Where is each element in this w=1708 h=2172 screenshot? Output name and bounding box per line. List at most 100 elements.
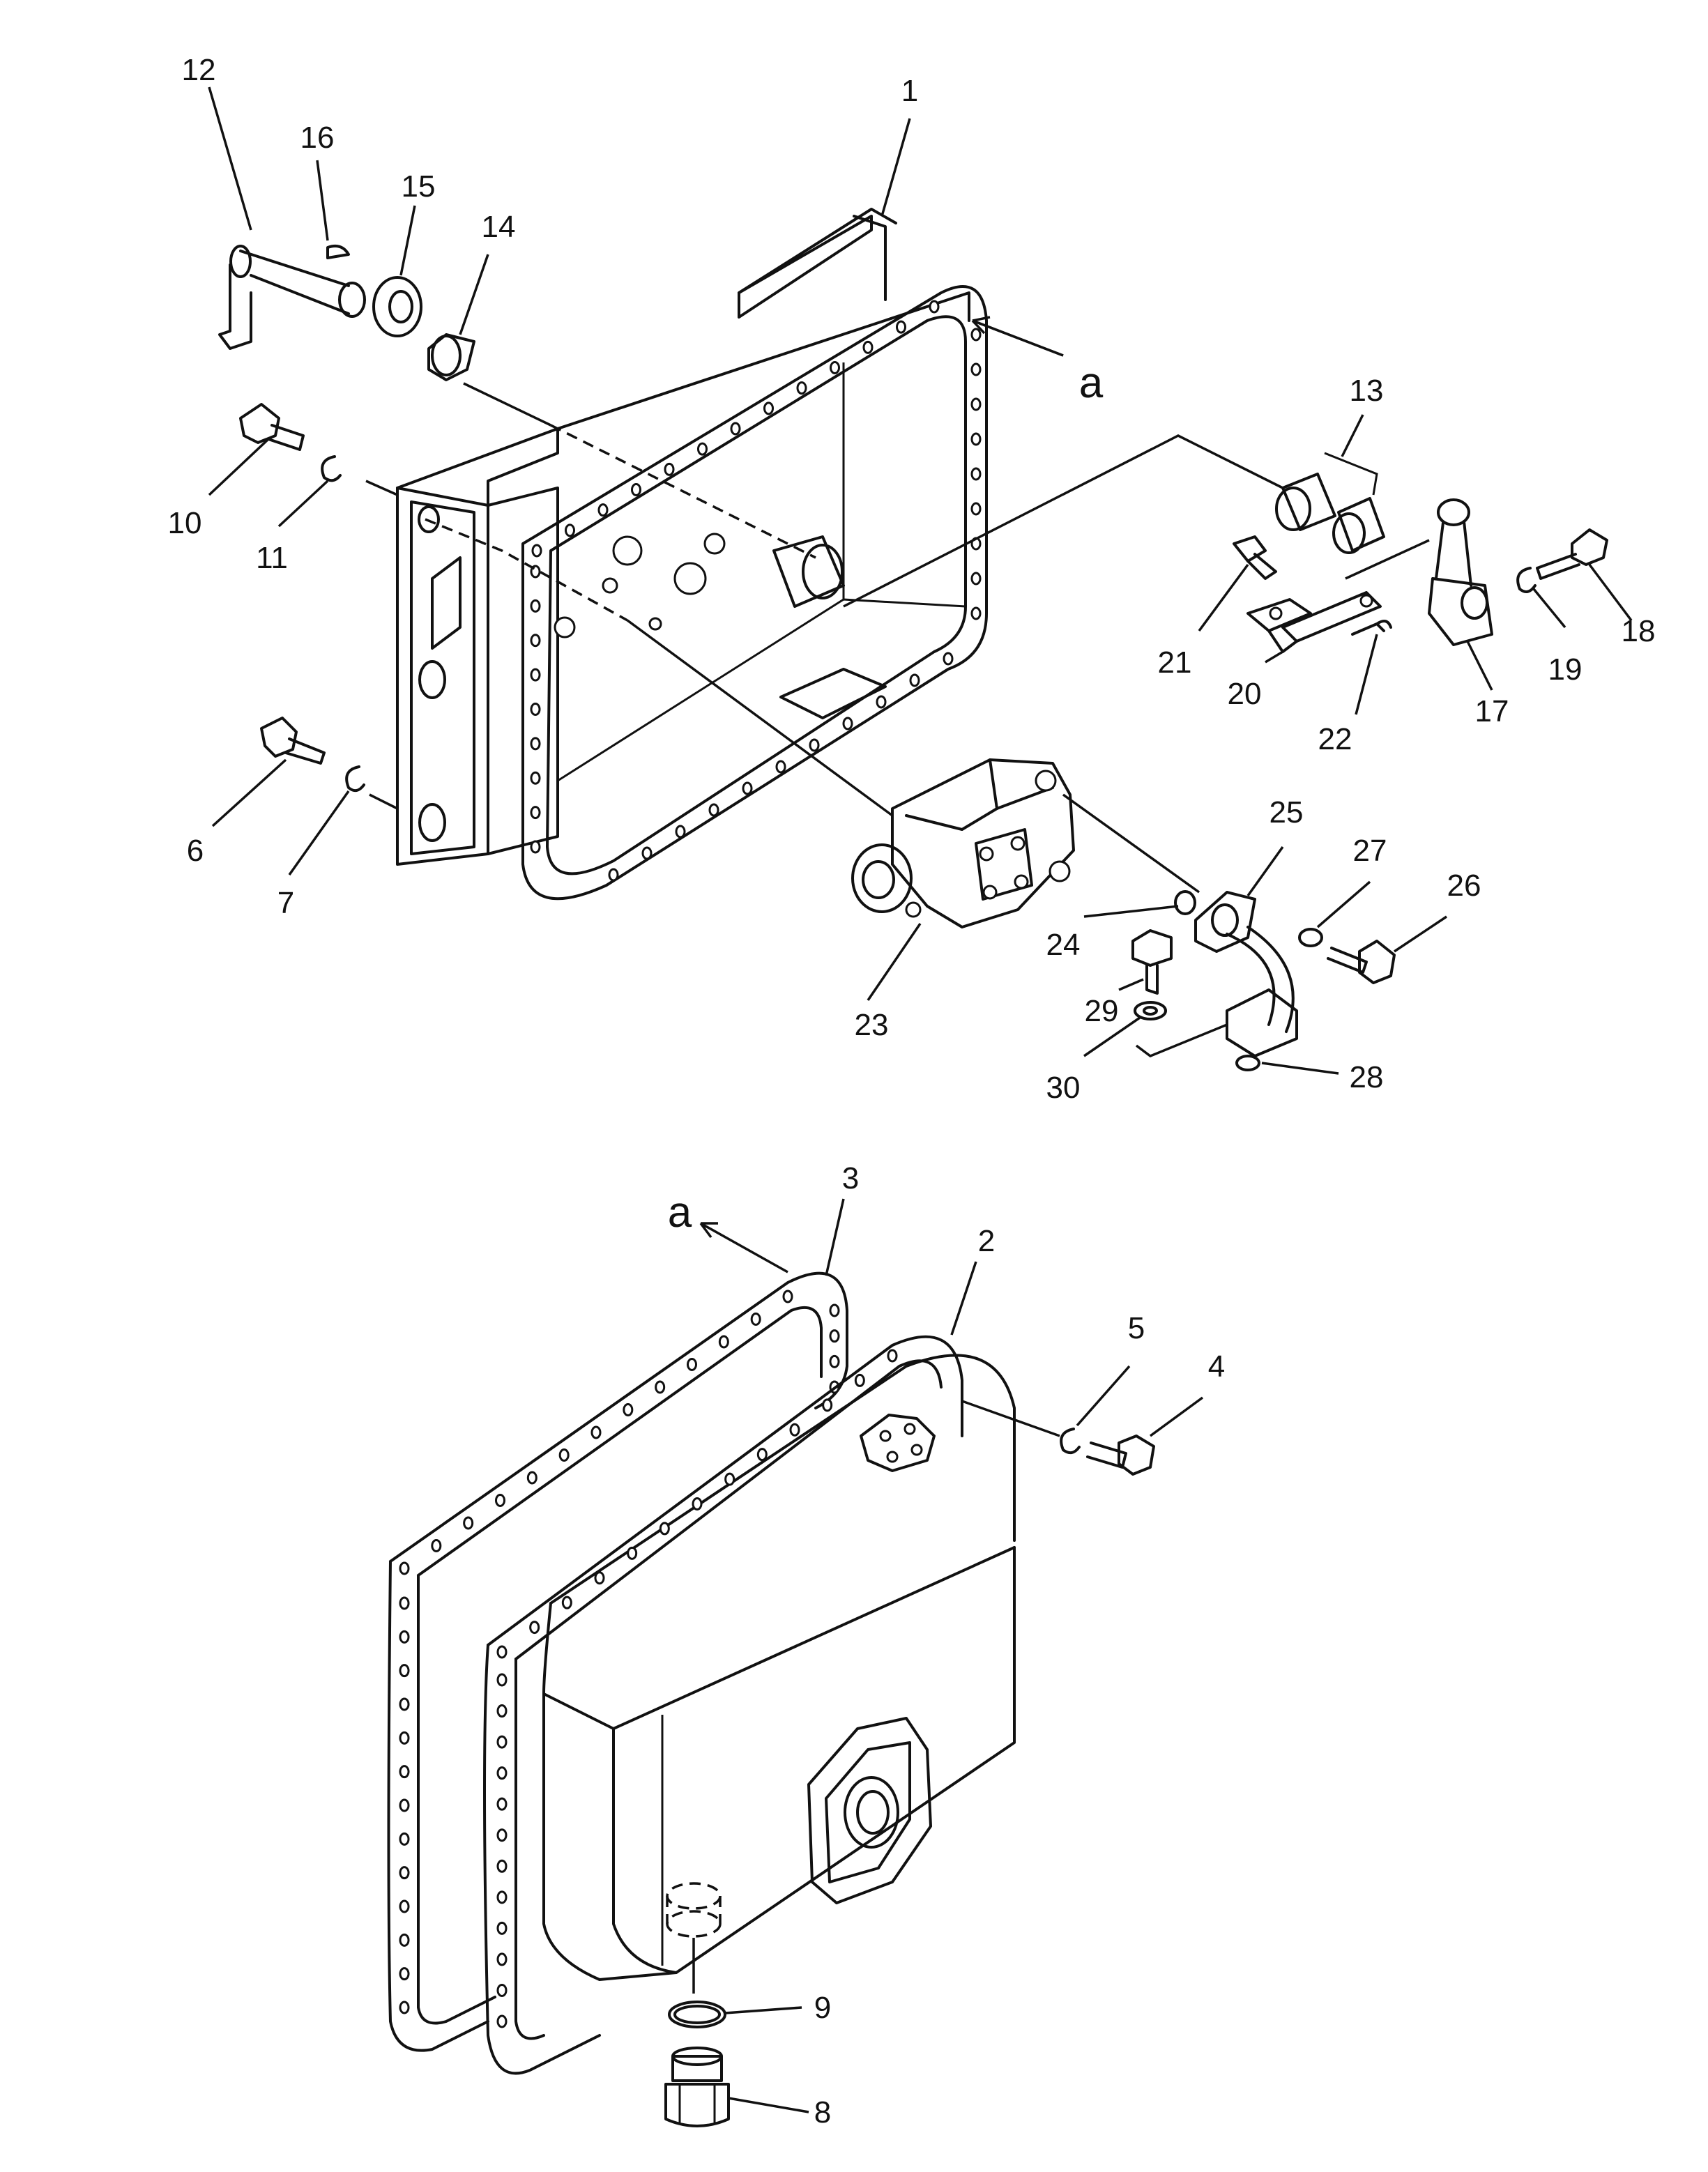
washer-part-15: [372, 276, 422, 337]
callout-7: 7: [277, 886, 294, 920]
gasket-part-3: [387, 1271, 848, 2052]
key-part-16: [326, 245, 350, 259]
bolt-hole: [597, 503, 609, 517]
bolt-hole: [659, 1522, 670, 1536]
bolt-hole: [608, 868, 619, 882]
bolt-hole: [970, 502, 982, 516]
case-housing: [396, 208, 988, 901]
bolt-hole: [496, 1673, 508, 1687]
callout-9: 9: [814, 1991, 831, 2025]
oil-pan-part-2: [483, 1335, 1016, 2075]
bushing-pair-part-13: [1275, 452, 1385, 554]
callout-1: 1: [901, 74, 918, 108]
washer-part-30: [1134, 1001, 1167, 1020]
bolt-hole: [862, 340, 874, 354]
bolt-hole: [399, 1765, 410, 1779]
callout-20: 20: [1228, 677, 1262, 711]
bolt-hole: [829, 1354, 840, 1368]
drain-plug-part-8: [664, 2047, 730, 2127]
bolt-hole: [708, 803, 719, 817]
bolt-hole: [756, 1448, 768, 1462]
bolt-hole: [530, 668, 541, 682]
bolt-hole: [687, 1358, 697, 1371]
bolt-hole: [830, 361, 840, 374]
reference-mark-a-bottom: a: [668, 1188, 692, 1237]
washer-part-11: [321, 455, 342, 482]
bolt-part-6: [260, 717, 326, 765]
bolt-hole: [675, 825, 686, 839]
bolt-hole: [496, 1828, 508, 1842]
callout-25: 25: [1269, 795, 1304, 829]
bolt-hole: [565, 523, 575, 537]
bolt-hole: [724, 1472, 735, 1486]
bolt-part-18: [1536, 528, 1608, 580]
callout-21: 21: [1158, 645, 1192, 680]
bolt-hole: [399, 1832, 410, 1846]
bolt-hole: [496, 1797, 508, 1811]
bolt-part-4: [1086, 1435, 1155, 1476]
o-ring-part-9: [668, 2001, 726, 2028]
callout-27: 27: [1353, 834, 1387, 868]
bolt-hole: [909, 673, 920, 687]
bolt-hole: [763, 401, 774, 415]
bolt-hole: [887, 1349, 898, 1363]
bolt-hole: [531, 544, 542, 558]
bolt-hole: [929, 300, 940, 314]
callout-29: 29: [1085, 994, 1119, 1028]
o-ring-part-24: [1174, 890, 1196, 915]
bolt-hole: [496, 1952, 508, 1966]
bolt-hole: [970, 467, 982, 481]
callout-14: 14: [482, 210, 516, 244]
bolt-hole: [530, 737, 541, 751]
bolt-hole: [495, 1494, 505, 1507]
bolt-hole: [399, 1697, 410, 1711]
callout-13: 13: [1350, 374, 1384, 408]
lever-part-17: [1428, 498, 1493, 646]
bolt-hole: [750, 1313, 761, 1326]
valve-part-23: [851, 758, 1075, 928]
bolt-hole: [627, 1546, 638, 1560]
bolt-hole: [399, 1561, 410, 1575]
callout-6: 6: [187, 834, 204, 868]
washer-part-7: [345, 765, 365, 793]
bolt-hole: [530, 840, 541, 854]
bolt-hole: [530, 599, 541, 613]
o-ring-part-28: [1235, 1055, 1260, 1071]
bolt-hole: [530, 703, 541, 716]
callout-30: 30: [1046, 1071, 1081, 1105]
bearing-part-14: [427, 333, 475, 381]
callout-8: 8: [814, 2095, 831, 2129]
pin-part-22: [1351, 620, 1392, 636]
bolt-hole: [970, 606, 982, 620]
callout-leaders: [208, 86, 1633, 2113]
callout-15: 15: [402, 169, 436, 204]
bolt-hole: [809, 738, 820, 752]
callout-24: 24: [1046, 928, 1081, 962]
bolt-hole: [496, 1859, 508, 1873]
bolt-hole: [526, 1471, 537, 1485]
bolt-hole: [558, 1448, 570, 1462]
elbow-pipe-part-25: [1194, 891, 1298, 1057]
bolt-hole: [530, 806, 541, 820]
bolt-hole: [829, 1303, 840, 1317]
bolt-hole: [594, 1571, 605, 1585]
bolt-hole: [530, 634, 541, 648]
bolt-hole: [789, 1423, 800, 1437]
bolt-hole: [692, 1497, 703, 1511]
callout-labels: 1 12 16 15 14 13 10 11 6 7 21 20 22 17 1…: [168, 53, 1656, 2129]
bolt-hole: [697, 442, 708, 456]
bolt-hole: [829, 1329, 840, 1343]
bolt-hole: [970, 328, 982, 342]
bolt-hole: [399, 1630, 410, 1644]
bolt-hole: [399, 1798, 410, 1812]
bolt-hole: [782, 1290, 793, 1303]
callout-22: 22: [1318, 722, 1352, 756]
bolt-hole: [896, 320, 906, 334]
bolt-hole: [631, 483, 641, 496]
bolt-hole: [399, 1596, 410, 1610]
bolt-hole: [742, 781, 753, 795]
bolt-hole: [775, 760, 786, 774]
bolt-hole: [664, 462, 675, 476]
assembly-lines: [365, 382, 1430, 1994]
